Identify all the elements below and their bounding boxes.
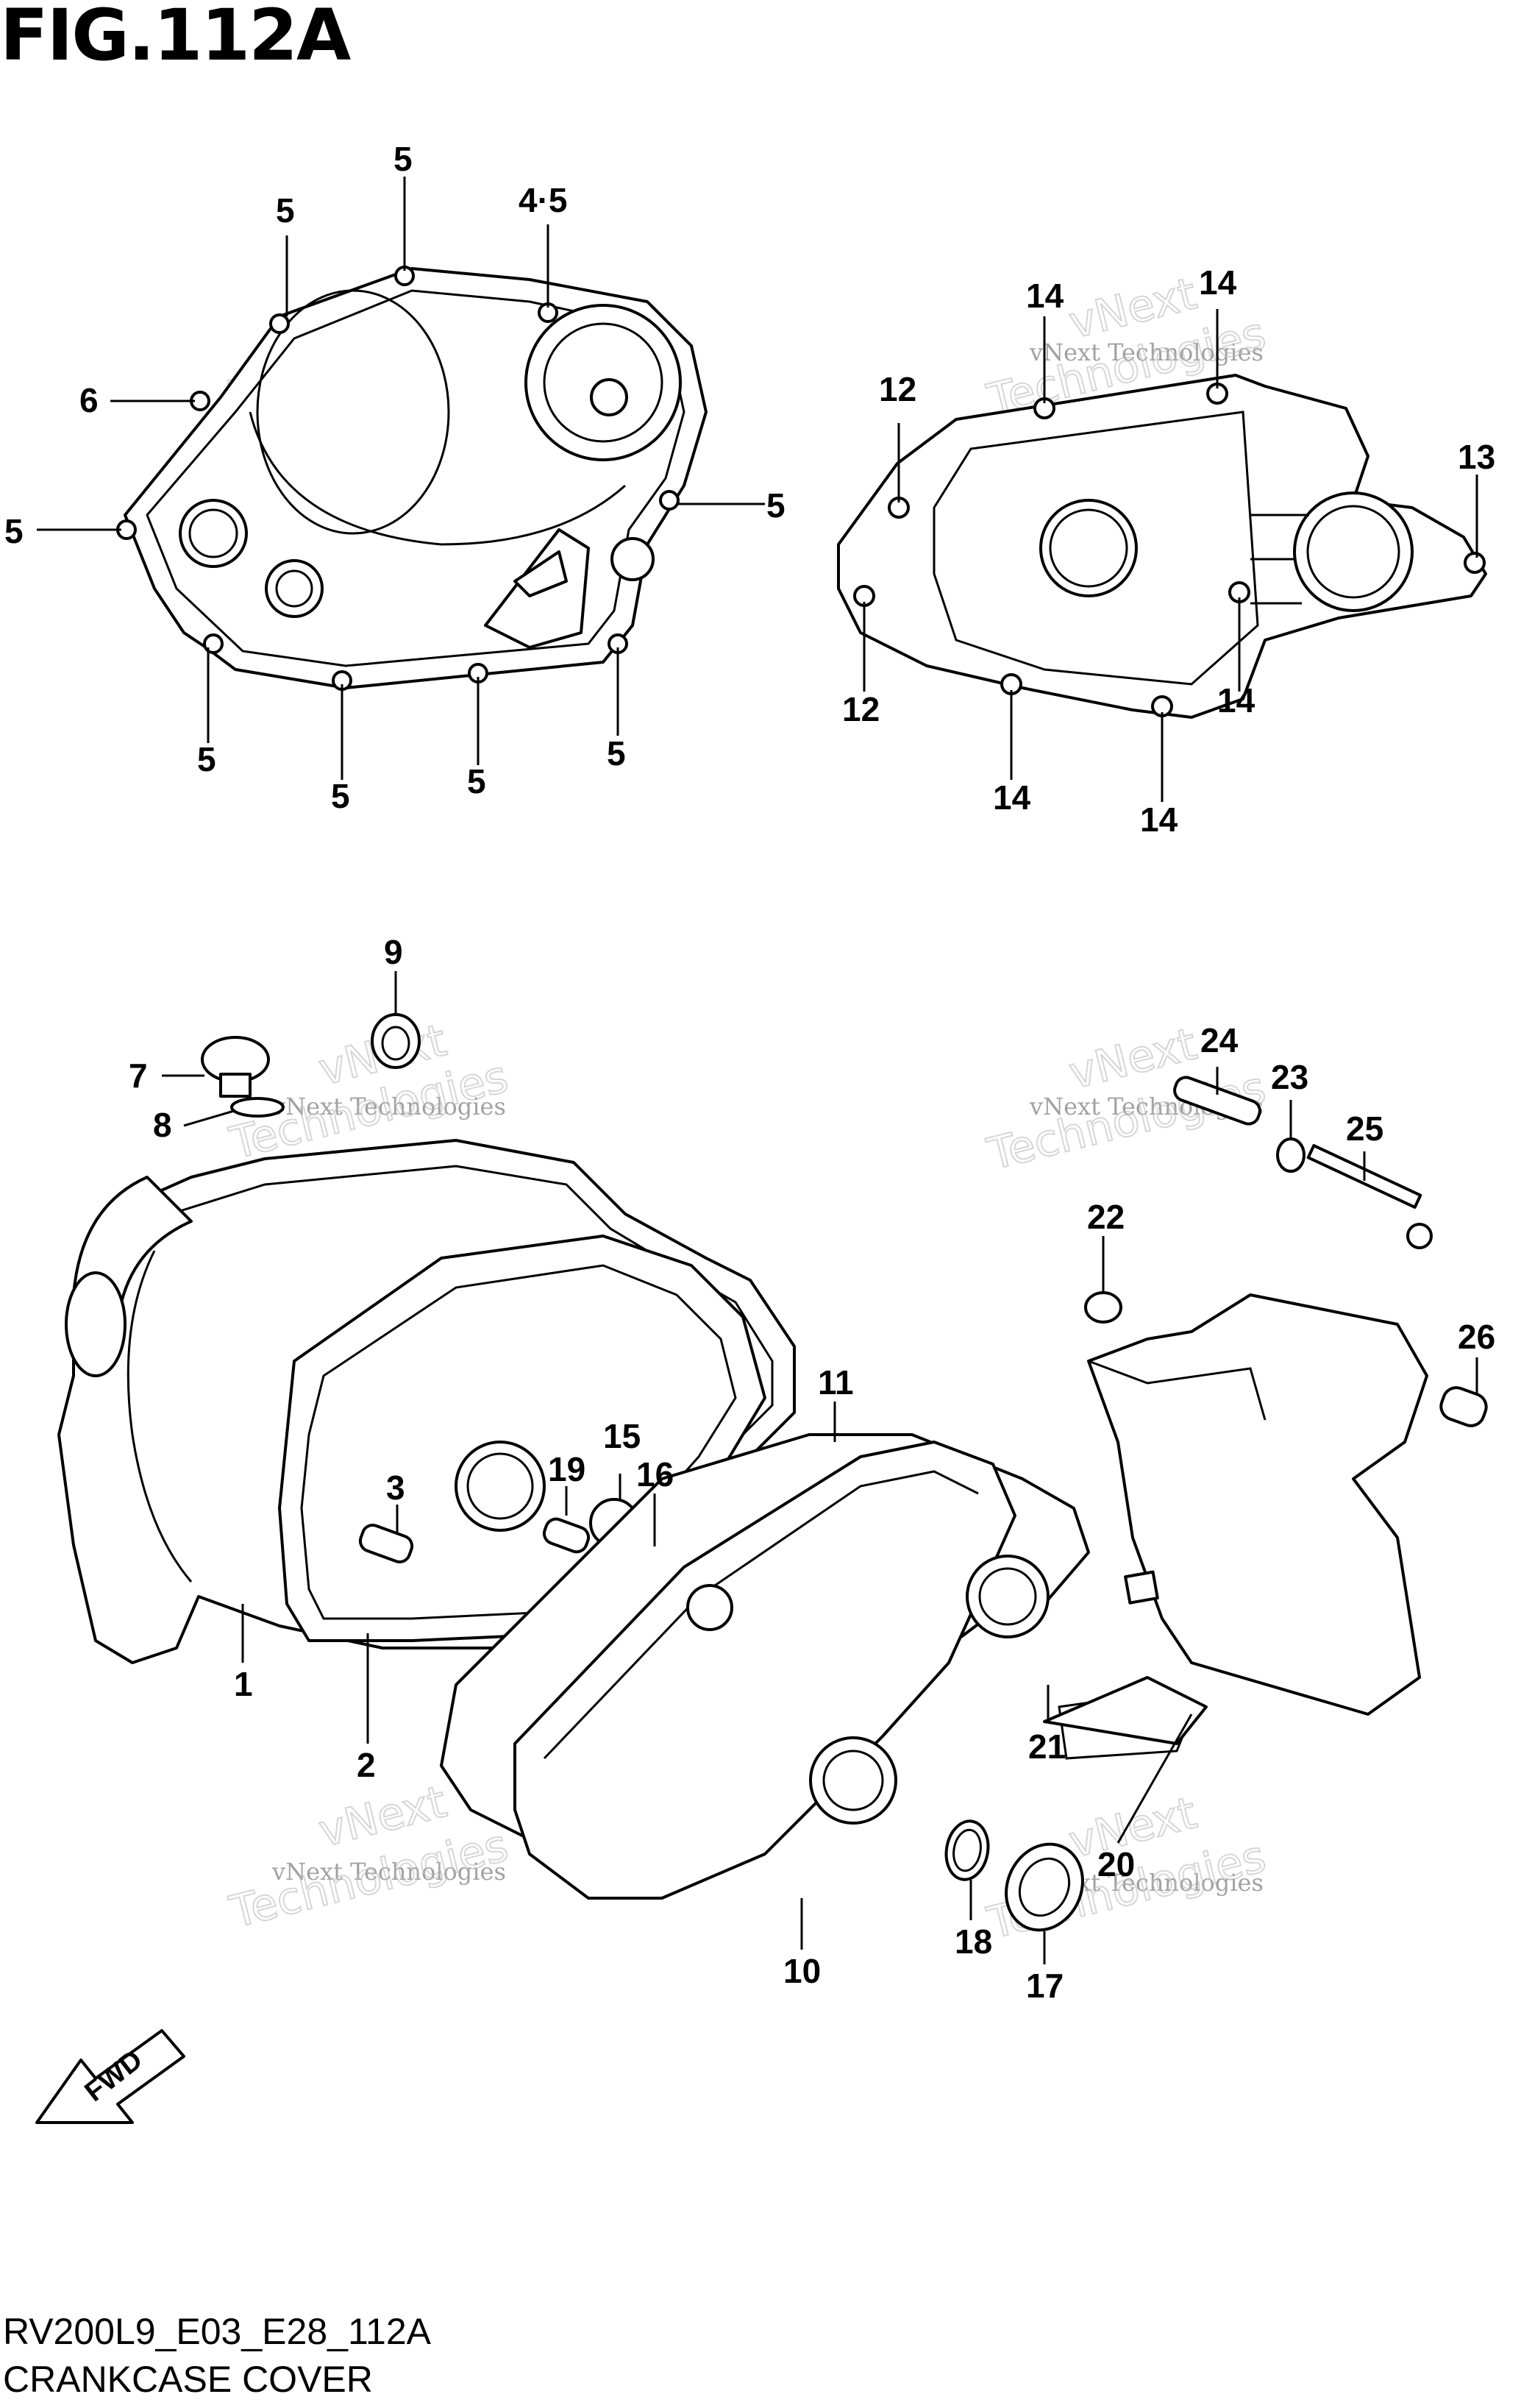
leader-lines <box>37 177 1478 1964</box>
callout-26: 26 <box>1458 1318 1495 1356</box>
callout-5: 5 <box>467 762 486 800</box>
callout-6: 6 <box>79 381 99 419</box>
callout-13: 13 <box>1458 438 1495 476</box>
figure-title: FIG.112A <box>0 0 351 77</box>
crankcase-cover-assembly: FWD <box>35 1013 1488 2124</box>
callout-2: 2 <box>357 1746 376 1784</box>
callout-16: 16 <box>636 1455 674 1494</box>
callout-8: 8 <box>153 1106 172 1144</box>
callout-14: 14 <box>1217 681 1255 720</box>
callout-5: 5 <box>766 486 786 525</box>
watermark-text: vNext Technologies <box>271 1093 506 1120</box>
callout-7: 7 <box>129 1056 148 1095</box>
callout-5: 5 <box>4 512 24 550</box>
callout-5: 5 <box>331 777 350 815</box>
callout-12: 12 <box>842 690 880 728</box>
diagram-name: CRANKCASE COVER <box>3 2359 373 2400</box>
callout-1: 1 <box>234 1665 253 1703</box>
callout-12: 12 <box>879 370 916 408</box>
callout-4-5: 4·5 <box>519 181 567 219</box>
callout-23: 23 <box>1271 1058 1308 1096</box>
callout-14: 14 <box>993 778 1031 817</box>
callout-9: 9 <box>384 933 403 971</box>
watermark-text: vNext Technologies <box>271 1858 506 1886</box>
callout-20: 20 <box>1097 1845 1135 1883</box>
callout-14: 14 <box>1026 277 1064 315</box>
callout-19: 19 <box>548 1450 585 1488</box>
magneto-cover-outline <box>837 374 1487 719</box>
callout-22: 22 <box>1087 1198 1125 1236</box>
callout-25: 25 <box>1346 1109 1383 1148</box>
callout-5: 5 <box>276 191 295 230</box>
callout-11: 11 <box>818 1363 854 1402</box>
callout-labels: 5 5 4·5 6 5 5 5 5 5 5 14 14 12 13 12 14 … <box>4 140 1495 2005</box>
callout-5: 5 <box>197 740 216 778</box>
watermark-text: vNext Technologies <box>1029 338 1264 366</box>
callout-15: 15 <box>603 1417 641 1455</box>
callout-24: 24 <box>1200 1021 1239 1059</box>
callout-14: 14 <box>1140 800 1178 839</box>
diagram-code: RV200L9_E03_E28_112A <box>3 2311 432 2352</box>
callout-3: 3 <box>386 1468 405 1507</box>
callout-5: 5 <box>393 140 413 178</box>
callout-17: 17 <box>1026 1967 1064 2005</box>
callout-14: 14 <box>1199 263 1237 302</box>
callout-21: 21 <box>1028 1727 1066 1766</box>
callout-18: 18 <box>955 1922 992 1961</box>
clutch-cover-outline <box>116 266 708 691</box>
callout-5: 5 <box>607 734 626 773</box>
callout-10: 10 <box>783 1952 821 1990</box>
